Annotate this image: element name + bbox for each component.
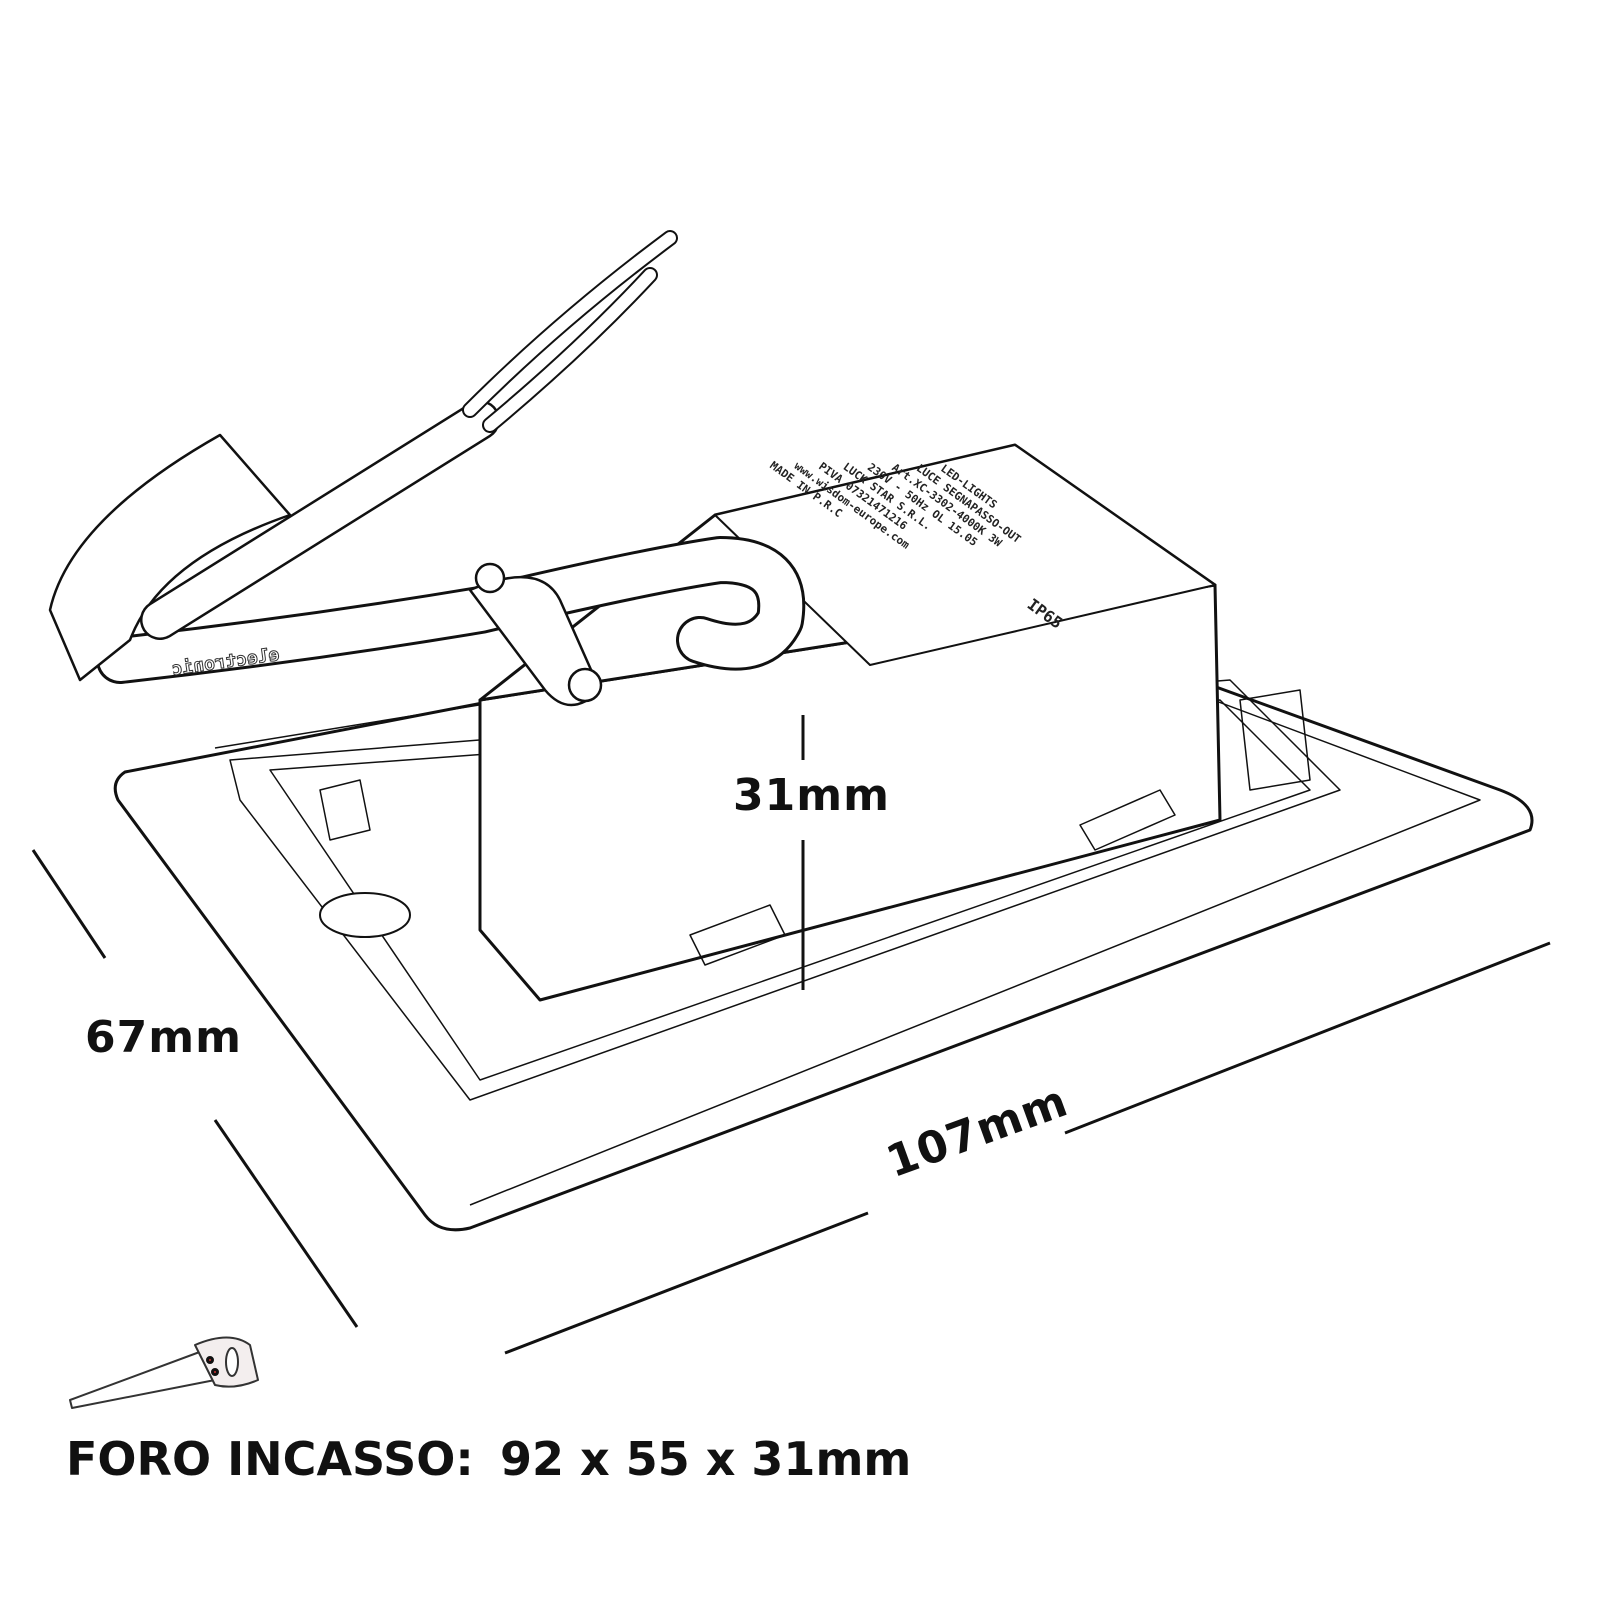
- cutout-value: 92 x 55 x 31mm: [500, 1432, 912, 1486]
- clamp-screw-top: [474, 562, 506, 594]
- screw-hole: [319, 892, 411, 938]
- dim-line-width: [504, 1211, 869, 1355]
- cutout-label: FORO INCASSO:: [66, 1432, 474, 1486]
- height-dimension-label: 31mm: [733, 770, 890, 821]
- depth-dimension-label: 67mm: [85, 1012, 242, 1063]
- product-label-plate: [714, 444, 1216, 666]
- clips: [319, 689, 1311, 966]
- saw-icon: [69, 1336, 259, 1409]
- clamp-screw-bottom: [567, 667, 603, 703]
- cable-clamp: [468, 575, 602, 707]
- dim-line-depth: [31, 849, 107, 959]
- dimension-lines: [31, 715, 1551, 1355]
